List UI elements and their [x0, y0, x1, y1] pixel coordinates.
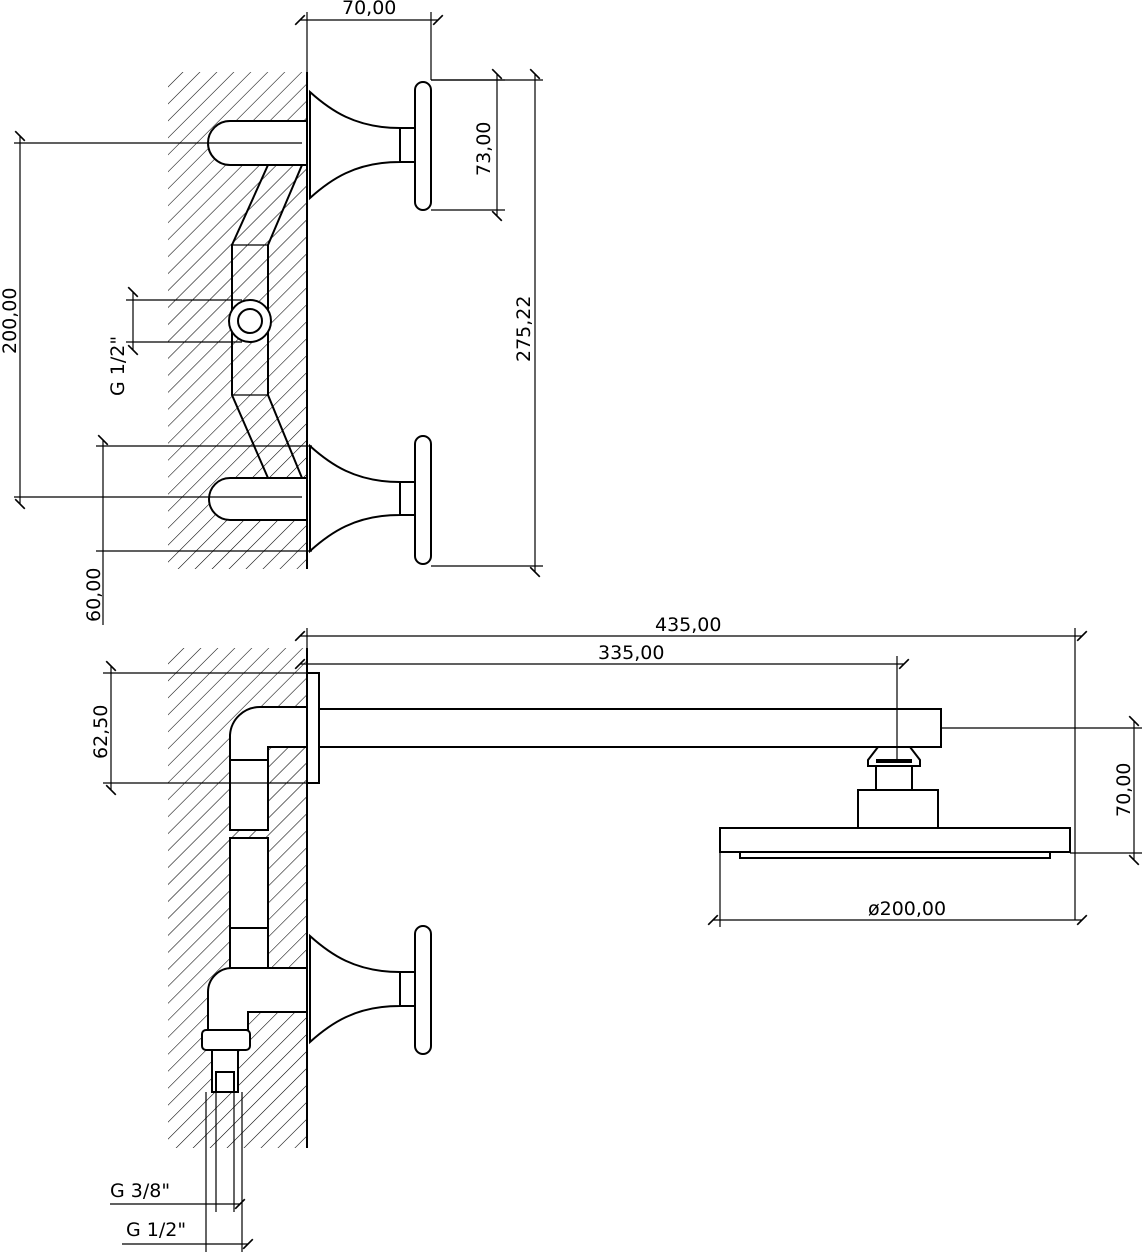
shower-arm [229, 672, 942, 969]
diverter-valve [201, 925, 432, 1093]
dim-thread-large-label: G 1/2" [126, 1219, 186, 1241]
connecting-pipe [228, 164, 304, 479]
dim-arm-height: 62,50 [90, 660, 319, 796]
dim-thread-small: G 3/8" [110, 1092, 246, 1212]
dim-inlet-thread-top-label: G 1/2" [107, 336, 129, 396]
dim-valve-spacing: 200,00 [0, 130, 302, 510]
dim-head-height-label: 70,00 [1113, 763, 1135, 817]
dim-bottom-offset: 60,00 [83, 434, 312, 625]
shower-head [719, 746, 1071, 859]
dim-arm-total: 435,00 [294, 614, 1088, 920]
dim-handle-height: 73,00 [431, 68, 505, 222]
dim-thread-small-label: G 3/8" [110, 1180, 170, 1202]
dim-handle-height-label: 73,00 [473, 122, 495, 176]
lower-valve [208, 435, 432, 565]
bottom-assembly: 435,00 335,00 62,50 70,00 ø200,00 [90, 614, 1142, 1252]
dim-total-height: 275,22 [431, 68, 543, 578]
dim-bottom-offset-label: 60,00 [83, 568, 105, 622]
dim-total-height-label: 275,22 [513, 296, 535, 362]
dim-arm-total-label: 435,00 [655, 614, 721, 636]
dim-arm-length: 335,00 [294, 642, 910, 760]
dim-arm-height-label: 62,50 [90, 705, 112, 759]
dim-inlet-thread-top: G 1/2" [107, 286, 242, 396]
dim-arm-length-label: 335,00 [598, 642, 664, 664]
dim-top-width-label: 70,00 [342, 0, 396, 19]
dim-head-diameter: ø200,00 [707, 852, 1088, 927]
dim-head-diameter-label: ø200,00 [868, 898, 946, 920]
dim-thread-large: G 1/2" [122, 1092, 254, 1252]
top-assembly: 70,00 73,00 275,22 200,00 G [0, 0, 543, 625]
dim-head-height: 70,00 [941, 715, 1142, 866]
dim-valve-spacing-label: 200,00 [0, 288, 21, 354]
dim-top-width: 70,00 [294, 0, 444, 90]
